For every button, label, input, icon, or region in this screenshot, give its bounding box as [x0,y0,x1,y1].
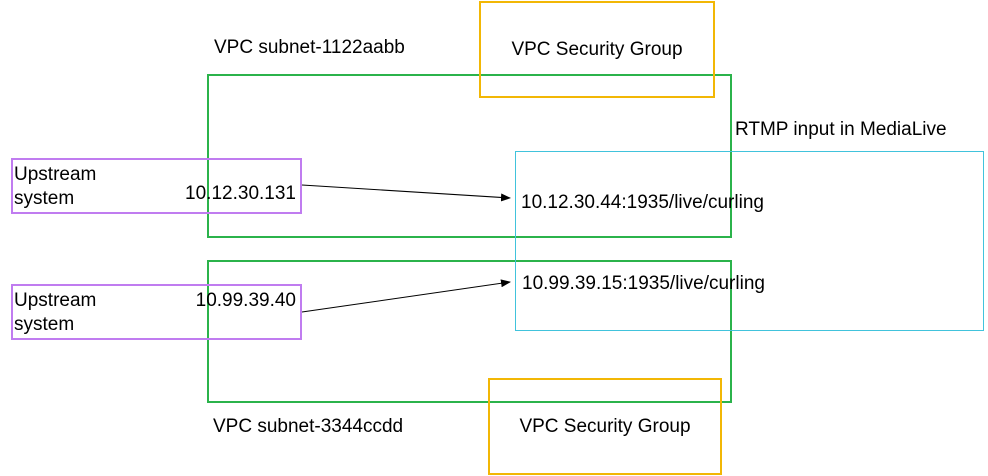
medialive-input-box [515,151,984,331]
upstream-system-box-1: Upstream system 10.12.30.131 [11,158,302,214]
upstream-ip-1: 10.12.30.131 [185,183,296,204]
upstream-system-box-2: Upstream system 10.99.39.40 [11,284,302,340]
medialive-endpoint-2: 10.99.39.15:1935/live/curling [522,273,765,294]
upstream-ip-2: 10.99.39.40 [195,290,296,311]
subnet-label-1: VPC subnet-1122aabb [214,37,405,58]
arrow-upstream-1-to-endpoint-1 [301,184,511,202]
subnet-box-2 [207,260,732,403]
upstream-system-label-1: Upstream system [14,164,97,209]
security-group-label-1: VPC Security Group [511,38,683,60]
arrow-upstream-2-to-endpoint-2 [301,279,511,313]
upstream-system-label-2: Upstream system [14,290,97,335]
medialive-label: RTMP input in MediaLive [735,119,947,140]
medialive-endpoint-1: 10.12.30.44:1935/live/curling [521,192,764,213]
security-group-label-2: VPC Security Group [519,415,691,437]
security-group-box-2: VPC Security Group [488,378,722,475]
subnet-box-1 [207,74,732,238]
subnet-label-2: VPC subnet-3344ccdd [213,416,404,437]
security-group-box-1: VPC Security Group [479,1,715,98]
